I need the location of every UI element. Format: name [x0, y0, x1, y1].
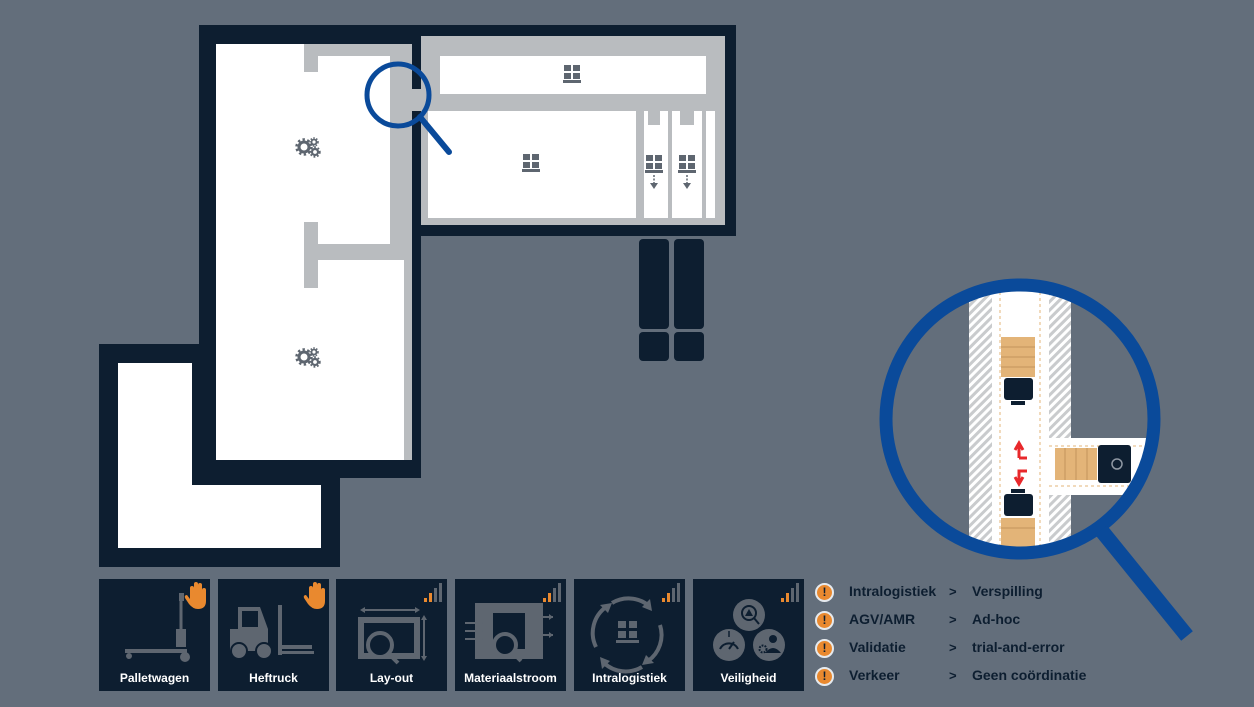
- tile-intralogistiek[interactable]: Intralogistiek: [574, 579, 685, 691]
- building-walls: [99, 25, 736, 567]
- tile-label: Lay-out: [369, 671, 414, 685]
- tile-label: Palletwagen: [119, 671, 190, 685]
- warning-icon: [815, 611, 834, 630]
- pallet-down-icon: [645, 155, 663, 189]
- conflict-arrows-icon: [1013, 439, 1027, 488]
- warning-icon: [815, 639, 834, 658]
- pallet-down-icon: [678, 155, 696, 189]
- issue-list: Intralogistiek > Verspilling AGV/AMR > A…: [815, 582, 1115, 694]
- tile-lay-out[interactable]: Lay-out: [336, 579, 447, 691]
- safety-icon: [713, 599, 785, 661]
- zone-icons: [295, 65, 696, 369]
- pallet-jack-icon: [125, 593, 190, 662]
- issue-problem: Ad-hoc: [972, 611, 1021, 627]
- magnifier-detail-view: [879, 278, 1193, 641]
- hand-stop-icon: [303, 582, 325, 609]
- forklift-icon: [230, 605, 314, 660]
- agv-vehicle-icon: [1004, 489, 1033, 516]
- tile-veiligheid[interactable]: Veiligheid: [693, 579, 804, 691]
- issue-arrow: >: [949, 640, 957, 655]
- hand-stop-icon: [184, 582, 206, 609]
- issue-topic: AGV/AMR: [849, 611, 916, 627]
- issue-arrow: >: [949, 612, 957, 627]
- issue-topic: Validatie: [849, 639, 906, 655]
- issue-problem: Verspilling: [972, 583, 1043, 599]
- signal-bars-icon: [424, 583, 442, 602]
- issue-row: Validatie > trial-and-error: [815, 638, 1115, 666]
- cycle-pallet-icon: [590, 596, 664, 674]
- tile-palletwagen[interactable]: Palletwagen: [99, 579, 210, 691]
- issue-problem: Geen coördinatie: [972, 667, 1087, 683]
- agv-vehicle-icon: [1004, 378, 1033, 405]
- tile-label: Veiligheid: [720, 671, 777, 685]
- small-magnifier-icon: [364, 61, 452, 155]
- tile-label: Heftruck: [249, 671, 298, 685]
- pallet-load-icon: [1001, 518, 1035, 547]
- issue-arrow: >: [949, 668, 957, 683]
- warning-icon: [815, 667, 834, 686]
- signal-bars-icon: [781, 583, 799, 602]
- warning-icon: [815, 583, 834, 602]
- issue-row: AGV/AMR > Ad-hoc: [815, 610, 1115, 638]
- pallet-load-icon: [1055, 448, 1097, 480]
- forklift-vehicle-icon: [1098, 445, 1131, 483]
- issue-topic: Verkeer: [849, 667, 900, 683]
- layout-magnify-icon: [358, 607, 427, 665]
- signal-bars-icon: [543, 583, 561, 602]
- issue-row: Intralogistiek > Verspilling: [815, 582, 1115, 610]
- docked-trucks: [639, 239, 704, 361]
- tile-materiaalstroom[interactable]: Materiaalstroom: [455, 579, 566, 691]
- signal-bars-icon: [662, 583, 680, 602]
- tile-label: Materiaalstroom: [464, 671, 557, 685]
- material-flow-icon: [465, 603, 553, 663]
- tile-heftruck[interactable]: Heftruck: [218, 579, 329, 691]
- issue-problem: trial-and-error: [972, 639, 1065, 655]
- issue-topic: Intralogistiek: [849, 583, 937, 599]
- pallet-load-icon: [1001, 337, 1035, 377]
- tile-label: Intralogistiek: [592, 671, 667, 685]
- issue-arrow: >: [949, 584, 957, 599]
- issue-row: Verkeer > Geen coördinatie: [815, 666, 1115, 694]
